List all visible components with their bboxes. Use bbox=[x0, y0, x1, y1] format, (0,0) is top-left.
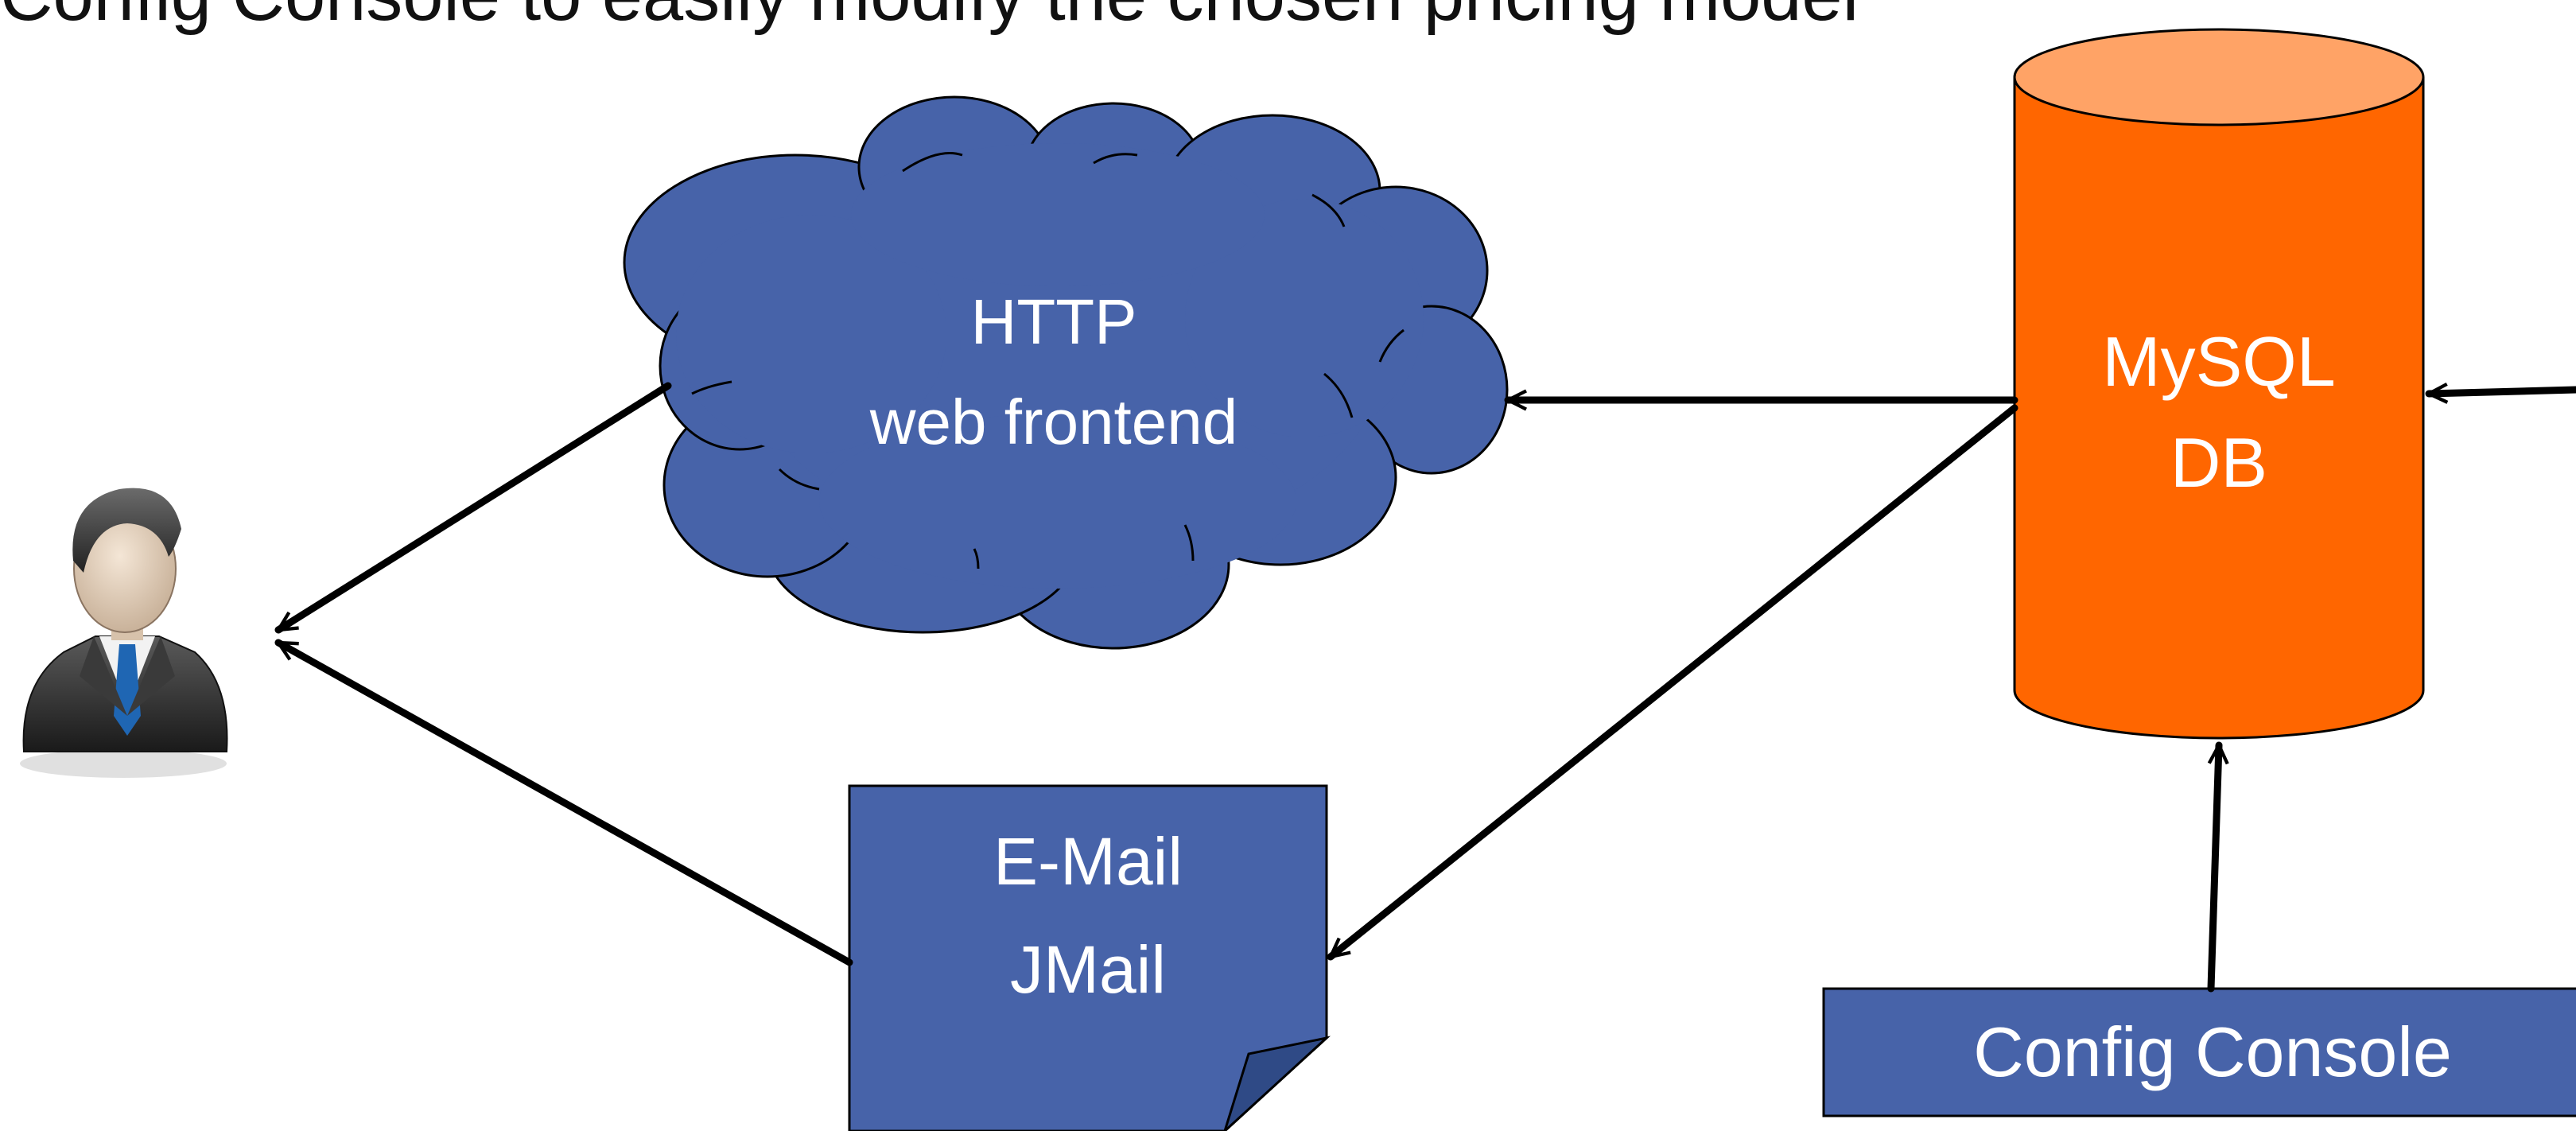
arrow-external-to-db bbox=[2425, 390, 2576, 394]
mysql-db-cylinder: MySQL DB bbox=[2013, 28, 2425, 740]
businessman-user-icon bbox=[20, 488, 228, 778]
arrow-console-to-db bbox=[2207, 741, 2219, 993]
db-label-line1: MySQL bbox=[2102, 322, 2335, 401]
email-label-line1: E-Mail bbox=[993, 824, 1183, 899]
cloud-label-line2: web frontend bbox=[869, 387, 1238, 457]
http-web-frontend-cloud: HTTP web frontend bbox=[623, 95, 1509, 650]
config-console-box: Config Console bbox=[1822, 987, 2576, 1117]
arrow-db-to-email bbox=[1327, 404, 2018, 961]
cloud-label-line1: HTTP bbox=[971, 286, 1137, 357]
arrow-email-to-user bbox=[274, 639, 853, 966]
arrow-cloud-to-user bbox=[274, 382, 672, 634]
slide-heading: Config Console to easily modify the chos… bbox=[0, 0, 1859, 32]
db-label-line2: DB bbox=[2170, 423, 2267, 502]
console-label: Config Console bbox=[1973, 1012, 2452, 1091]
email-jmail-document: E-Mail JMail bbox=[848, 784, 1331, 1131]
email-label-line2: JMail bbox=[1010, 932, 1166, 1007]
